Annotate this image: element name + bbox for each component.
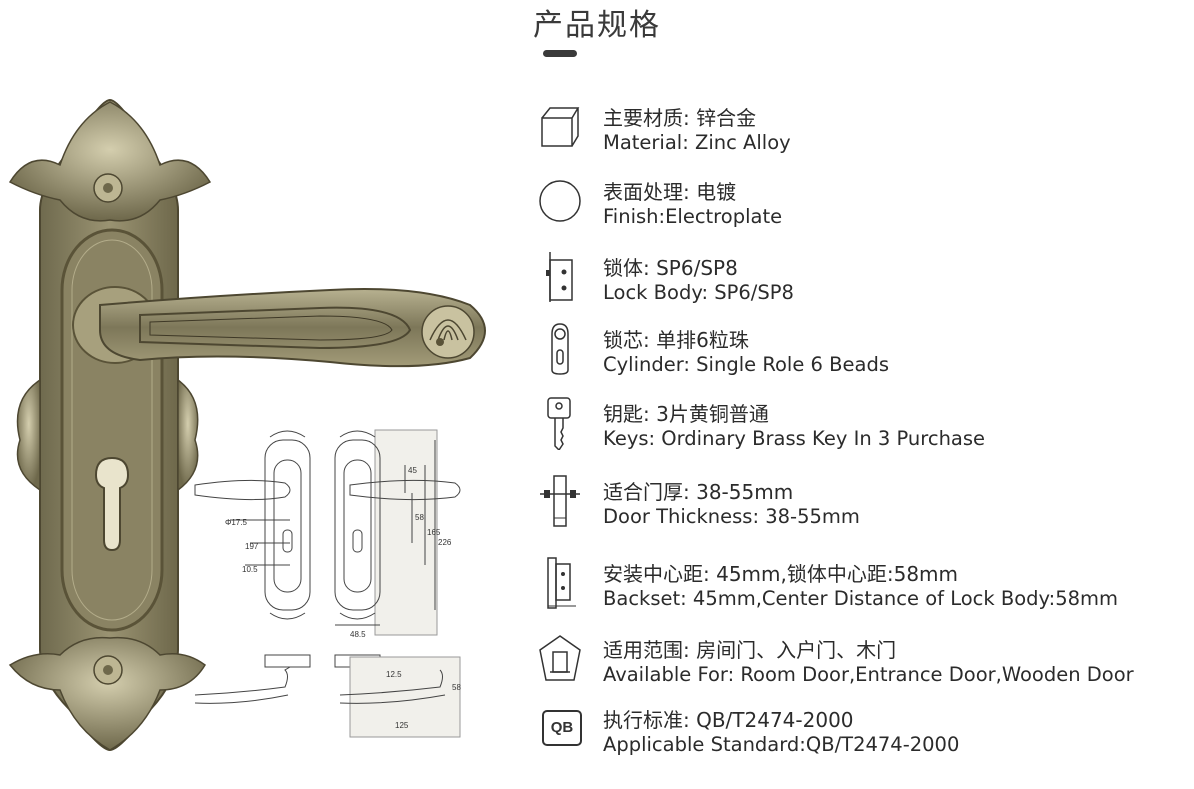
dim-125: 125 <box>395 721 409 730</box>
backset-icon <box>547 557 576 609</box>
door-handle-image <box>8 98 486 752</box>
spec-cylinder: 锁芯: 单排6粒珠 Cylinder: Single Role 6 Beads <box>536 322 1176 382</box>
dim-phi: Φ17.5 <box>225 518 248 527</box>
dimension-drawings: 45 58 165 226 Φ17.5 197 10.5 48.5 12.5 5… <box>194 429 461 738</box>
lock-body-icon <box>546 252 573 302</box>
page-title: 产品规格 <box>533 8 661 43</box>
dim-48-5: 48.5 <box>350 630 366 639</box>
spec-lock-body: 锁体: SP6/SP8 Lock Body: SP6/SP8 <box>536 250 1176 310</box>
spec-finish-en: Finish:Electroplate <box>603 205 783 228</box>
spec-door-thickness-zh: 适合门厚: 38-55mm <box>603 480 794 504</box>
qb-badge: QB <box>542 710 582 746</box>
qb-standard-icon: QB <box>536 702 584 756</box>
spec-cylinder-en: Cylinder: Single Role 6 Beads <box>603 353 889 376</box>
spec-standard-zh: 执行标准: QB/T2474-2000 <box>603 708 854 732</box>
spec-material-zh: 主要材质: 锌合金 <box>603 106 757 130</box>
spec-available-for-en: Available For: Room Door,Entrance Door,W… <box>603 663 1134 686</box>
spec-standard: QB 执行标准: QB/T2474-2000 Applicable Standa… <box>536 702 1176 762</box>
spec-standard-en: Applicable Standard:QB/T2474-2000 <box>603 733 960 756</box>
cylinder-icon <box>551 323 569 375</box>
spec-keys-en: Keys: Ordinary Brass Key In 3 Purchase <box>603 427 986 450</box>
key-icon <box>547 397 571 450</box>
dim-197: 197 <box>245 542 259 551</box>
spec-backset: 安装中心距: 45mm,锁体中心距:58mm Backset: 45mm,Cen… <box>536 556 1176 616</box>
spec-material: 主要材质: 锌合金 Material: Zinc Alloy <box>536 100 1176 160</box>
cube-icon <box>541 107 580 147</box>
spec-available-for: 适用范围: 房间门、入户门、木门 Available For: Room Doo… <box>536 632 1176 692</box>
spec-backset-zh: 安装中心距: 45mm,锁体中心距:58mm <box>603 562 959 586</box>
spec-lock-body-en: Lock Body: SP6/SP8 <box>603 281 794 304</box>
spec-available-for-zh: 适用范围: 房间门、入户门、木门 <box>603 638 897 662</box>
spec-door-thickness: 适合门厚: 38-55mm Door Thickness: 38-55mm <box>536 474 1176 534</box>
dim-45: 45 <box>408 466 417 475</box>
title-underline <box>543 50 577 57</box>
spec-finish-zh: 表面处理: 电镀 <box>603 180 737 204</box>
house-door-icon <box>539 635 581 681</box>
spec-material-en: Material: Zinc Alloy <box>603 131 791 154</box>
spec-cylinder-zh: 锁芯: 单排6粒珠 <box>603 328 749 352</box>
dim-12-5: 12.5 <box>386 670 402 679</box>
dim-58: 58 <box>415 513 424 522</box>
spec-lock-body-zh: 锁体: SP6/SP8 <box>603 256 738 280</box>
dim-165: 165 <box>427 528 441 537</box>
spec-keys-zh: 钥匙: 3片黄铜普通 <box>603 402 769 426</box>
circle-icon <box>539 180 581 222</box>
spec-backset-en: Backset: 45mm,Center Distance of Lock Bo… <box>603 587 1119 610</box>
spec-finish: 表面处理: 电镀 Finish:Electroplate <box>536 174 1176 234</box>
dim-10-5: 10.5 <box>242 565 258 574</box>
spec-keys: 钥匙: 3片黄铜普通 Keys: Ordinary Brass Key In 3… <box>536 396 1176 456</box>
dim-226: 226 <box>438 538 452 547</box>
dim-58-side: 58 <box>452 683 461 692</box>
spec-door-thickness-en: Door Thickness: 38-55mm <box>603 505 860 528</box>
door-thickness-icon <box>540 475 580 527</box>
